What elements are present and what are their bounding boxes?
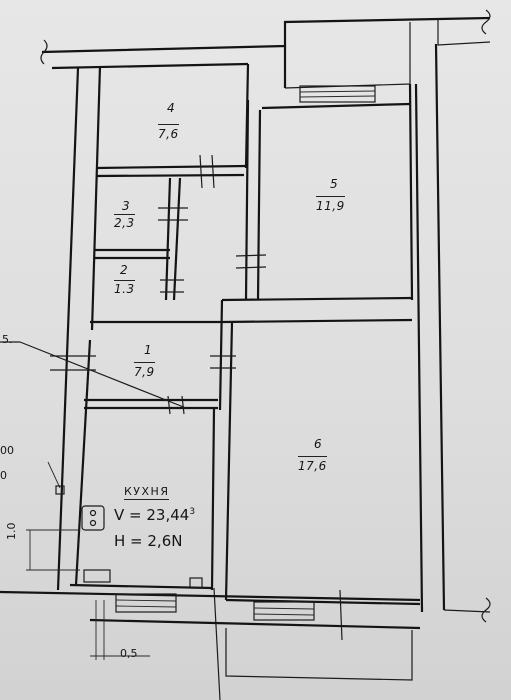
room5-left-wall-inner xyxy=(244,99,250,301)
top-recess xyxy=(284,22,411,89)
bottom-dimension-label: 0,5 xyxy=(120,647,138,660)
bottom-outer-wall xyxy=(0,590,421,602)
door-mark xyxy=(339,589,343,641)
door-mark xyxy=(211,154,215,189)
break-mark-bottom xyxy=(481,597,491,623)
room-5-number: 5 xyxy=(330,177,338,191)
bottom-inner-wall xyxy=(225,598,421,606)
marker xyxy=(55,485,65,495)
room-4-area: 7,6 xyxy=(158,124,179,140)
kitchen-right-wall xyxy=(210,407,216,591)
kitchen-title: КУХНЯ xyxy=(124,485,170,500)
door-mark xyxy=(167,395,171,415)
bottom-outer-wall-lower xyxy=(89,618,421,630)
door-mark xyxy=(181,395,185,415)
window-bottom-1 xyxy=(115,593,177,613)
bottom-right-wall xyxy=(443,609,491,613)
leader-line-bottom xyxy=(213,587,221,700)
room-3-number: 3 xyxy=(122,199,130,213)
break-mark-top xyxy=(481,9,491,35)
room-5-area: 11,9 xyxy=(316,196,345,212)
door-mark xyxy=(235,254,267,257)
kitchen-volume-value: V = 23,44 xyxy=(114,506,190,524)
room6-top-wall-inner xyxy=(221,318,413,324)
stove-mark xyxy=(83,569,111,583)
balcony xyxy=(225,628,413,681)
room6-top-wall xyxy=(221,296,413,302)
edge-mark: 5. xyxy=(2,333,13,346)
kitchen-volume: V = 23,443 xyxy=(114,508,195,523)
left-inner-wall-lower xyxy=(74,339,92,586)
room-2-area: 1.3 xyxy=(114,280,135,296)
room5-right-wall xyxy=(408,83,414,301)
room-1-area: 7,9 xyxy=(134,362,155,378)
window-bottom-2 xyxy=(253,601,315,621)
sink-mark xyxy=(81,505,105,531)
edge-mark: 00 xyxy=(0,444,14,457)
room-1-number: 1 xyxy=(144,343,152,357)
break-mark-left xyxy=(40,39,48,65)
room4-bottom-wall-inner xyxy=(95,173,245,178)
room3-right-wall-inner xyxy=(164,177,172,301)
left-outer-wall xyxy=(56,67,80,591)
left-dimension-label: 1.0 xyxy=(5,522,18,541)
room4-bottom-wall xyxy=(95,164,247,170)
window-top xyxy=(299,85,376,103)
room1-right-wall xyxy=(218,299,224,411)
leader-line xyxy=(19,341,187,409)
vent-mark xyxy=(189,577,203,589)
room-6-area: 17,6 xyxy=(298,456,327,472)
left-inner-wall-upper xyxy=(90,65,102,331)
door-mark xyxy=(199,154,203,189)
room3-right-wall xyxy=(172,177,182,301)
top-inner-wall xyxy=(51,62,249,70)
right-inner-wall xyxy=(414,83,424,613)
room-2-number: 2 xyxy=(120,263,128,277)
room-3-area: 2,3 xyxy=(114,214,135,230)
room5-top-wall xyxy=(261,102,411,110)
room5-left-wall xyxy=(256,109,262,301)
kitchen-bottom-wall xyxy=(69,583,213,590)
room-6-number: 6 xyxy=(314,437,322,451)
right-outer-wall xyxy=(434,43,446,611)
kitchen-volume-exponent: 3 xyxy=(189,507,196,517)
kitchen-height: H = 2,6N xyxy=(114,532,183,550)
room6-left-wall xyxy=(224,321,234,601)
top-right-corner xyxy=(437,18,491,46)
top-outer-wall xyxy=(41,16,491,54)
edge-mark: 0 xyxy=(0,469,7,482)
door-mark xyxy=(235,266,267,269)
room-4-number: 4 xyxy=(167,101,175,115)
